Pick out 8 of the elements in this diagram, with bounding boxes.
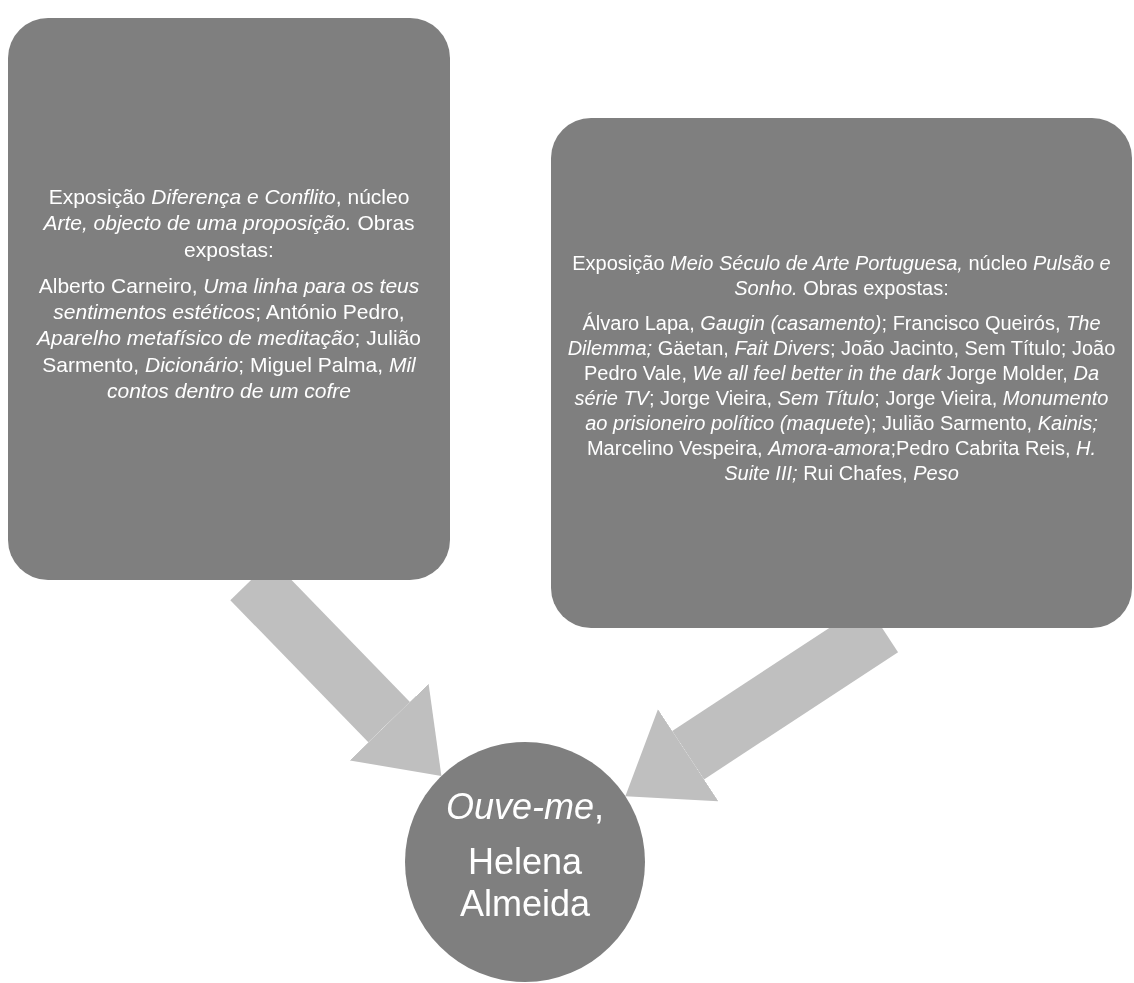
node-text: Álvaro Lapa, Gaugin (casamento); Francisco Queirós, The Dilemma; Gäetan, Fait Divers; João Jacinto, Sem Título; João Pedro Vale, We all feel better in the dark Jorge Molder, Da série TV; Jorge Vieira, Sem Título; Jorge Vieira, Monumento ao prisioneiro político (maquete); Julião Sarmento, Kainis; Marcelino Vespeira, Amora-amora;Pedro Cabrita Reis, H. Suite III; Rui Chafes, Peso — [566, 310, 1117, 486]
node-text: Ouve-me, — [445, 785, 605, 828]
rounded-box — [551, 118, 1132, 628]
node-text: Exposição Meio Século de Arte Portuguesa, núcleo Pulsão e Sonho. Obras expostas: — [571, 250, 1112, 301]
node-text: Exposição Diferença e Conflito, núcleo Arte, objecto de uma proposição. Obras expostas: — [41, 184, 416, 263]
rounded-box — [8, 18, 450, 580]
node-text: Alberto Carneiro, Uma linha para os teus sentimentos estéticos; António Pedro, Aparelho metafísico de meditação; Julião Sarmento, Dicionário; Miguel Palma, Mil contos dentro de um cofre — [35, 272, 423, 404]
node-text: Helena Almeida — [458, 841, 592, 925]
